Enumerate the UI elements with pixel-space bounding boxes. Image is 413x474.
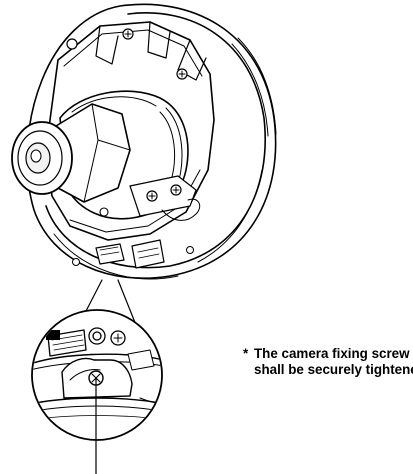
annotation-marker: * (243, 346, 249, 361)
annotation-line-1: The camera fixing screw (254, 346, 410, 361)
dome-camera-body (11, 3, 277, 280)
zoom-detail-circle (31, 309, 163, 441)
annotation-line-2: shall be securely tightened. (254, 362, 413, 377)
